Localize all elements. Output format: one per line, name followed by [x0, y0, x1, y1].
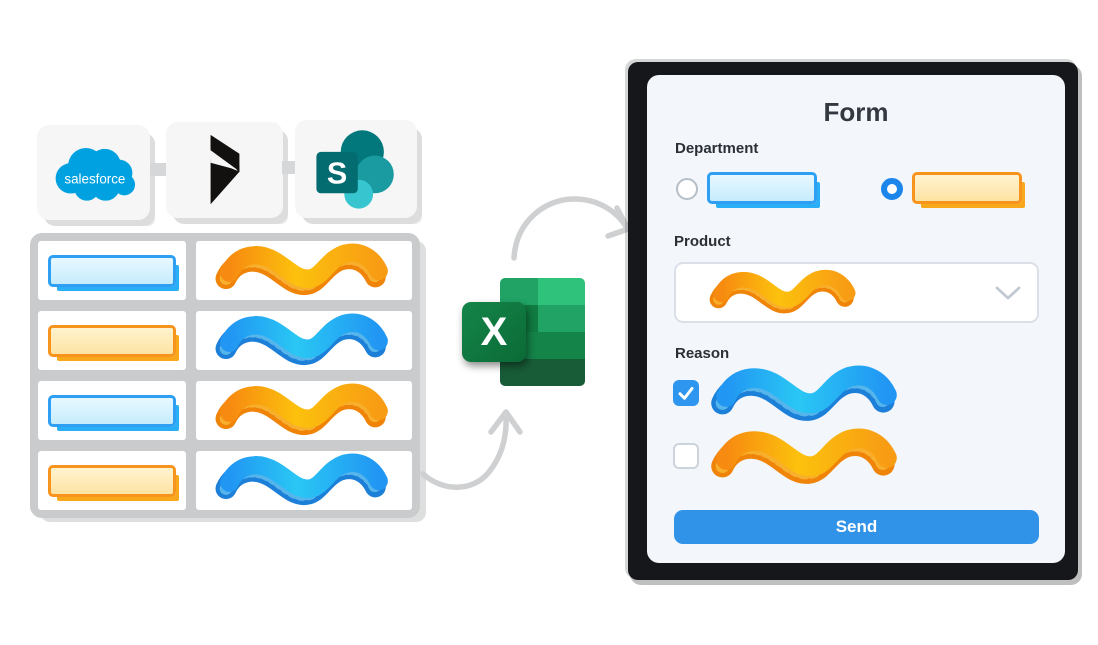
card-connector	[282, 161, 296, 174]
checkmark-icon	[678, 387, 694, 400]
chevron-down-icon	[995, 286, 1021, 299]
department-option-orange-bar	[912, 172, 1022, 204]
department-option-blue-bar	[707, 172, 817, 204]
form-frame: Form Department Product Reason	[628, 62, 1078, 580]
orange-squiggle	[202, 385, 406, 437]
orange-squiggle	[202, 245, 406, 297]
excel-letter: X	[480, 310, 508, 354]
dynamics-card	[166, 122, 283, 218]
salesforce-wordmark: salesforce	[64, 171, 125, 186]
reason-label: Reason	[675, 345, 730, 362]
table-cell-blue-squiggle	[196, 451, 412, 510]
sharepoint-logo-icon: S	[316, 130, 394, 209]
excel-x-square: X	[462, 302, 526, 362]
product-dropdown[interactable]	[674, 262, 1039, 323]
table-cell-blue-bar	[38, 241, 186, 300]
reason-checkbox-blue-checked[interactable]	[673, 380, 699, 406]
blue-bar	[48, 394, 176, 427]
blue-squiggle	[708, 367, 905, 423]
table-cell-blue-bar	[38, 381, 186, 440]
salesforce-logo-icon: salesforce	[55, 147, 135, 201]
flow-arrow-to-form	[511, 196, 631, 261]
reason-checkbox-orange-unchecked[interactable]	[673, 443, 699, 469]
salesforce-card: salesforce	[37, 125, 150, 220]
table-cell-orange-squiggle	[196, 241, 412, 300]
sharepoint-letter: S	[327, 156, 347, 190]
table-cell-orange-bar	[38, 311, 186, 370]
dynamics-365-logo-icon	[210, 134, 239, 205]
flow-arrow-to-excel	[420, 409, 523, 490]
send-button[interactable]: Send	[674, 510, 1039, 544]
orange-bar	[48, 464, 176, 497]
blue-squiggle	[202, 315, 406, 367]
table-cell-orange-bar	[38, 451, 186, 510]
sharepoint-card: S	[295, 120, 417, 218]
orange-squiggle	[692, 271, 877, 315]
table-cell-blue-squiggle	[196, 311, 412, 370]
blue-squiggle	[202, 455, 406, 507]
orange-bar	[48, 324, 176, 357]
department-label: Department	[675, 140, 759, 157]
product-label: Product	[674, 233, 731, 250]
source-data-table	[30, 233, 420, 518]
blue-bar	[48, 254, 176, 287]
form-panel: Form Department Product Reason	[647, 75, 1065, 563]
department-radio-orange-selected[interactable]	[881, 178, 903, 200]
form-title: Form	[823, 97, 889, 127]
table-cell-orange-squiggle	[196, 381, 412, 440]
excel-icon: X	[462, 272, 585, 390]
card-connector	[150, 163, 167, 176]
orange-squiggle	[708, 430, 905, 486]
department-radio-blue[interactable]	[676, 178, 698, 200]
